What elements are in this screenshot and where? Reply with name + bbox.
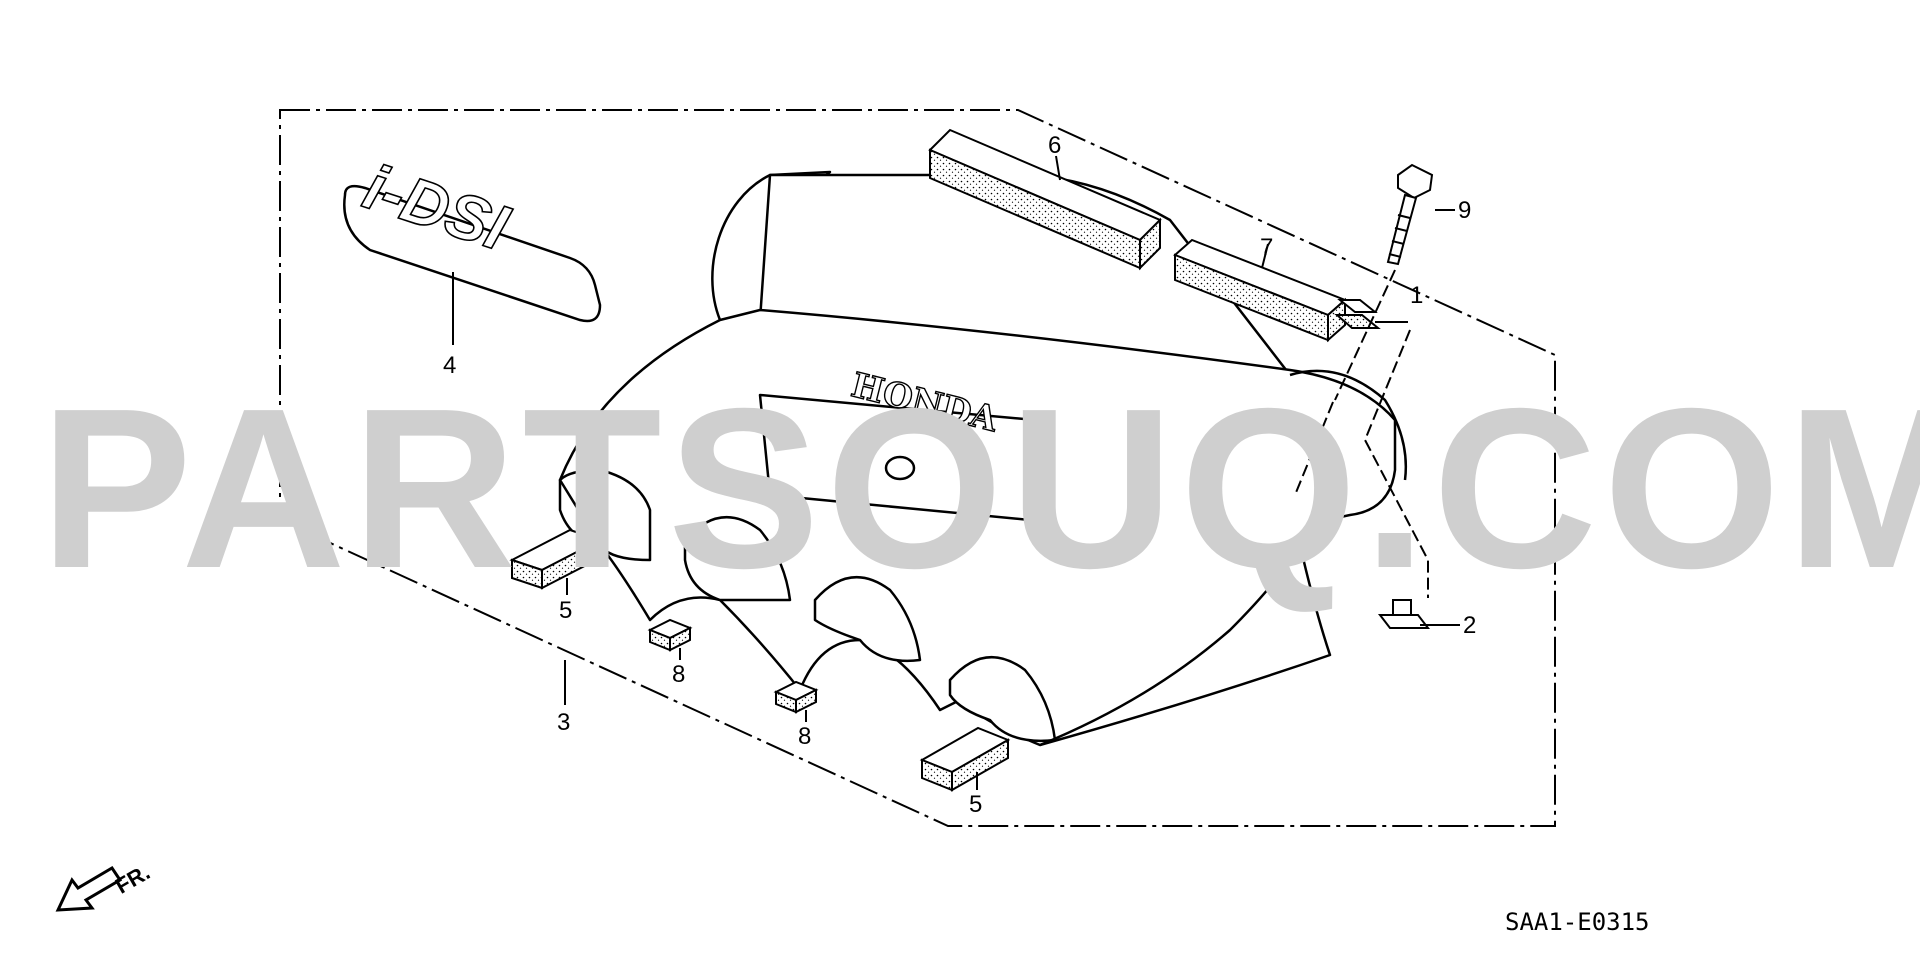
front-label: FR. bbox=[111, 859, 154, 898]
leader-lines bbox=[452, 155, 1460, 790]
grommet-2 bbox=[1377, 599, 1431, 629]
callout-2: 2 bbox=[1463, 612, 1476, 639]
foam-pad-5-right bbox=[919, 726, 1011, 792]
callout-3: 3 bbox=[557, 709, 570, 736]
callout-6: 6 bbox=[1048, 132, 1061, 159]
bolt-9 bbox=[1386, 163, 1434, 266]
assembly-boundary bbox=[279, 109, 1556, 827]
foam-pad-8-left bbox=[647, 618, 693, 652]
callout-8-right: 8 bbox=[798, 723, 811, 750]
callout-9: 9 bbox=[1458, 197, 1471, 224]
foam-strip-7 bbox=[1173, 238, 1347, 343]
callout-7: 7 bbox=[1260, 234, 1273, 261]
clip-1 bbox=[1334, 299, 1381, 329]
foam-pad-8-right bbox=[773, 680, 819, 714]
callout-1: 1 bbox=[1410, 282, 1423, 309]
engine-cover bbox=[558, 170, 1408, 747]
foam-pad-5-left bbox=[509, 528, 603, 590]
callout-8-left: 8 bbox=[672, 661, 685, 688]
callout-5-right: 5 bbox=[969, 791, 982, 818]
front-arrow: FR. bbox=[55, 859, 154, 912]
diagram-code: SAA1-E0315 bbox=[1505, 908, 1650, 936]
callout-5-left: 5 bbox=[559, 597, 572, 624]
idsi-badge: i-DSI bbox=[343, 150, 602, 323]
foam-strip-6 bbox=[928, 128, 1162, 271]
callout-4: 4 bbox=[443, 352, 456, 379]
